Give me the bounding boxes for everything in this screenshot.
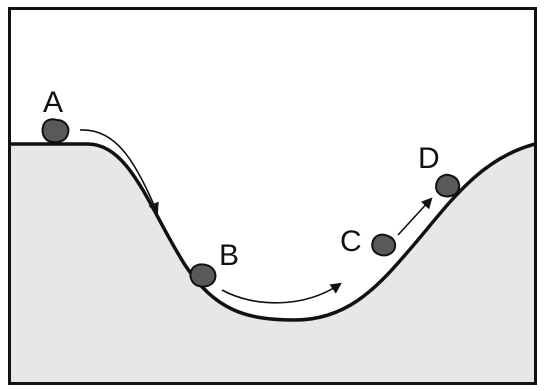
rock-b: [189, 263, 217, 288]
point-label-c: C: [340, 225, 362, 258]
arrow-c-to-d: [397, 197, 433, 236]
ground-valley: [10, 144, 535, 383]
terrain-curve: [10, 142, 536, 322]
arrow-a-to-b: [79, 129, 159, 215]
point-label-b: B: [219, 239, 239, 272]
diagram-frame: [8, 7, 537, 385]
rock-d: [435, 173, 461, 198]
rock-c: [371, 233, 397, 257]
point-label-a: A: [43, 86, 63, 119]
arrow-b-to-c: [221, 282, 342, 304]
point-label-d: D: [418, 142, 440, 175]
rock-a: [41, 118, 70, 144]
